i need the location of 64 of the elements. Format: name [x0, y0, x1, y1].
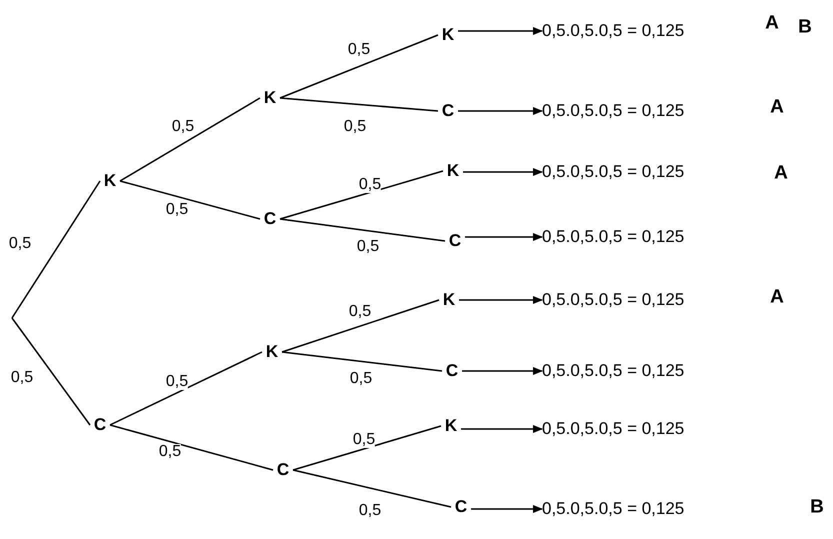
arrow: [465, 233, 543, 241]
outcome-letter: K: [438, 24, 458, 46]
outcome-letter: K: [262, 341, 282, 363]
event-letter: B: [810, 498, 824, 516]
arrow: [463, 168, 543, 176]
branch-line: [11, 180, 101, 318]
outcome-letter: C: [442, 360, 462, 382]
outcome-letter: C: [260, 208, 280, 230]
edge-label: 0,5: [350, 371, 372, 387]
outcome-letter: K: [260, 87, 280, 109]
edge-label: 0,5: [166, 374, 188, 390]
outcome-letter: C: [90, 414, 110, 436]
branch-line: [120, 97, 260, 182]
branch-line: [110, 351, 262, 426]
edge-label: 0,5: [172, 119, 194, 135]
edge-label: 0,5: [10, 370, 34, 386]
edge-label: 0,5: [348, 304, 372, 320]
event-letter: A: [770, 98, 784, 116]
edge-label: 0,5: [348, 42, 370, 58]
branch-line: [292, 425, 442, 471]
branch-line: [280, 218, 446, 242]
arrow: [459, 296, 543, 304]
outcome-letter: K: [100, 170, 120, 192]
edge-label: 0,5: [358, 503, 382, 519]
branch-line: [280, 34, 438, 99]
outcome-letter: C: [445, 230, 465, 252]
outcome-letter: C: [451, 496, 471, 518]
outcome-letter: C: [438, 100, 458, 122]
edge-label: 0,5: [344, 119, 366, 135]
branch-line: [292, 469, 452, 508]
branch-line: [110, 424, 274, 471]
result-text: 0,5.0,5.0,5 = 0,125: [542, 418, 728, 440]
arrow: [471, 505, 543, 513]
branch-line: [282, 299, 440, 353]
result-text: 0,5.0,5.0,5 = 0,125: [542, 161, 728, 183]
event-letter: A: [770, 288, 784, 306]
branch-line: [282, 351, 442, 372]
edge-label: 0,5: [352, 432, 376, 448]
outcome-letter: K: [441, 415, 461, 437]
outcome-letter: K: [439, 289, 459, 311]
result-text: 0,5.0,5.0,5 = 0,125: [542, 100, 728, 122]
result-text: 0,5.0,5.0,5 = 0,125: [542, 289, 728, 311]
outcome-letter: C: [273, 459, 293, 481]
branch-line: [280, 97, 438, 112]
event-letter: B: [798, 18, 812, 36]
event-letter: A: [774, 164, 788, 182]
branch-line: [280, 170, 444, 220]
arrow: [462, 367, 543, 375]
edge-label: 0,5: [8, 236, 32, 252]
arrow: [461, 425, 543, 433]
event-letter: A: [765, 14, 779, 32]
branch-line: [11, 318, 91, 426]
edge-label: 0,5: [358, 177, 382, 193]
result-text: 0,5.0,5.0,5 = 0,125: [542, 226, 728, 248]
edge-label: 0,5: [356, 239, 380, 255]
result-text: 0,5.0,5.0,5 = 0,125: [542, 360, 728, 382]
arrow: [458, 107, 543, 115]
result-text: 0,5.0,5.0,5 = 0,125: [542, 20, 728, 42]
arrow: [458, 27, 543, 35]
branch-line: [120, 180, 260, 220]
edge-label: 0,5: [166, 202, 188, 218]
result-text: 0,5.0,5.0,5 = 0,125: [542, 498, 728, 520]
edge-label: 0,5: [158, 444, 182, 460]
outcome-letter: K: [443, 160, 463, 182]
